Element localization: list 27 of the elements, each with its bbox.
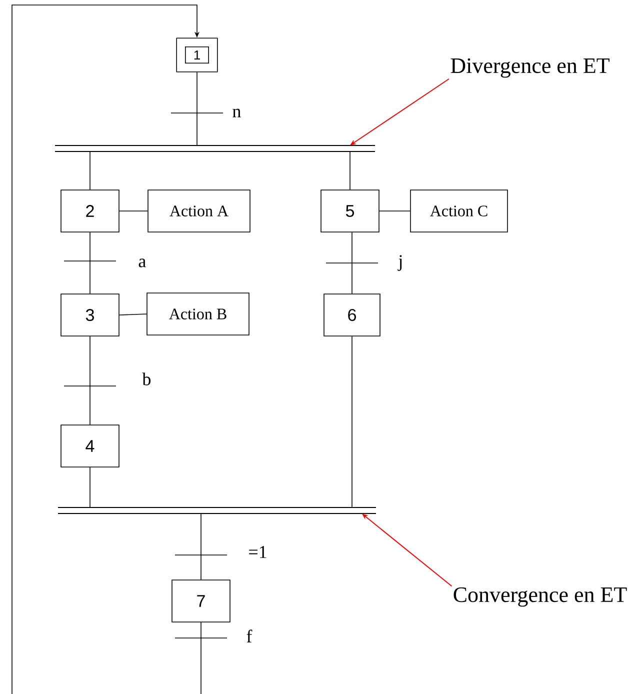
link-line [196, 72, 198, 146]
step-box: 4 [60, 424, 120, 468]
step-box: 6 [324, 294, 380, 336]
transition-label: a [138, 258, 146, 268]
annotation-text: Convergence en ET [454, 587, 627, 607]
transition-label: f [246, 630, 252, 642]
link-line [119, 210, 148, 212]
link-line [200, 622, 202, 694]
step-box: 5 [320, 190, 380, 232]
double-bar [58, 507, 376, 514]
double-bar [54, 145, 376, 152]
link-line [119, 314, 147, 316]
initial-step-box: 1 [176, 38, 218, 72]
action-box: Action B [146, 292, 250, 336]
action-box: Action A [148, 190, 250, 232]
step-box: 2 [60, 190, 120, 232]
link-line [379, 210, 410, 212]
transition-label: =1 [249, 546, 266, 558]
transition-label: n [232, 108, 241, 118]
action-box: Action C [410, 190, 508, 232]
loop-arrow [12, 4, 200, 694]
step-box: 3 [60, 294, 120, 336]
transition-label: b [142, 372, 150, 386]
annotation-text: Divergence en ET [450, 58, 610, 78]
step-box: 7 [172, 580, 230, 622]
transition-label: j [398, 255, 402, 271]
link-line [200, 513, 202, 580]
